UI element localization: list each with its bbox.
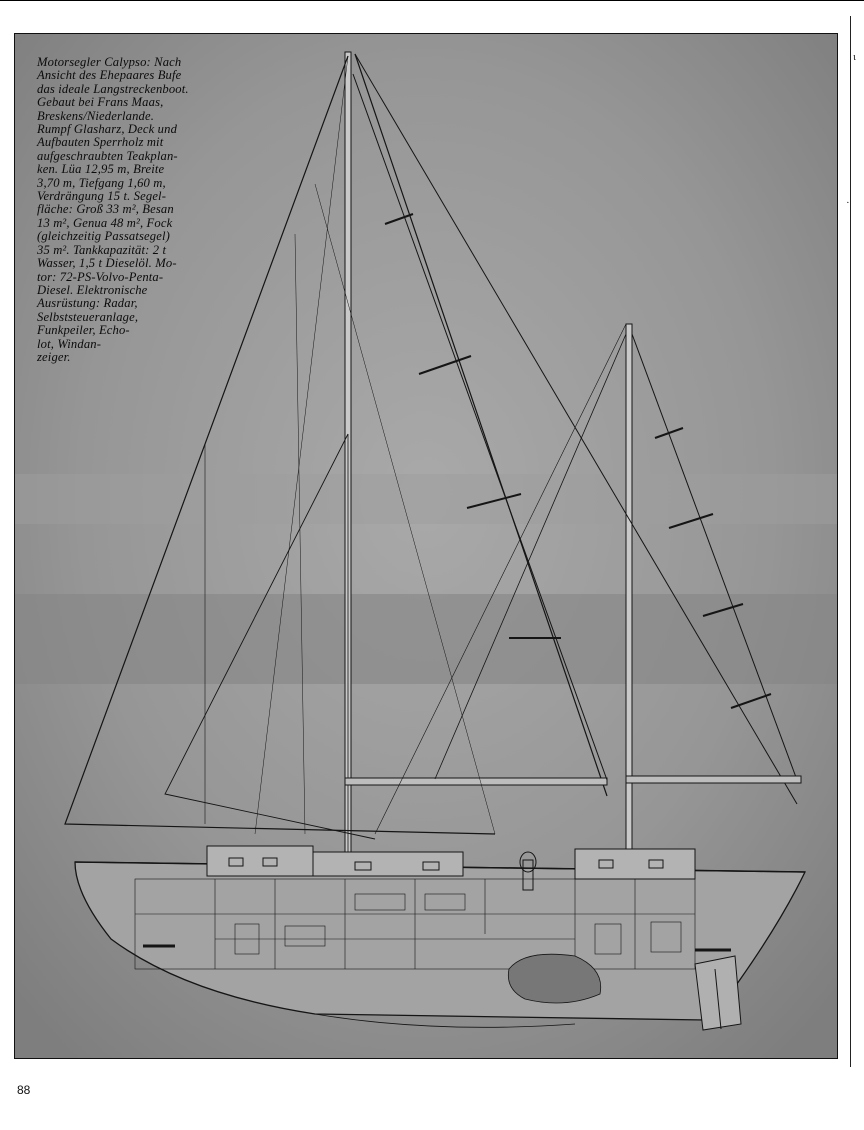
margin-mark-middle: · — [846, 197, 850, 209]
sailboat-plan-drawing — [15, 34, 837, 1058]
top-rule — [0, 0, 864, 1]
figure-caption: Motorsegler Calypso: Nach Ansicht des Eh… — [37, 55, 189, 364]
margin-mark-top: ɩ — [853, 51, 856, 63]
page-number: 88 — [17, 1083, 31, 1097]
boat-plan-figure — [14, 33, 838, 1059]
right-column-rule — [850, 16, 851, 1067]
